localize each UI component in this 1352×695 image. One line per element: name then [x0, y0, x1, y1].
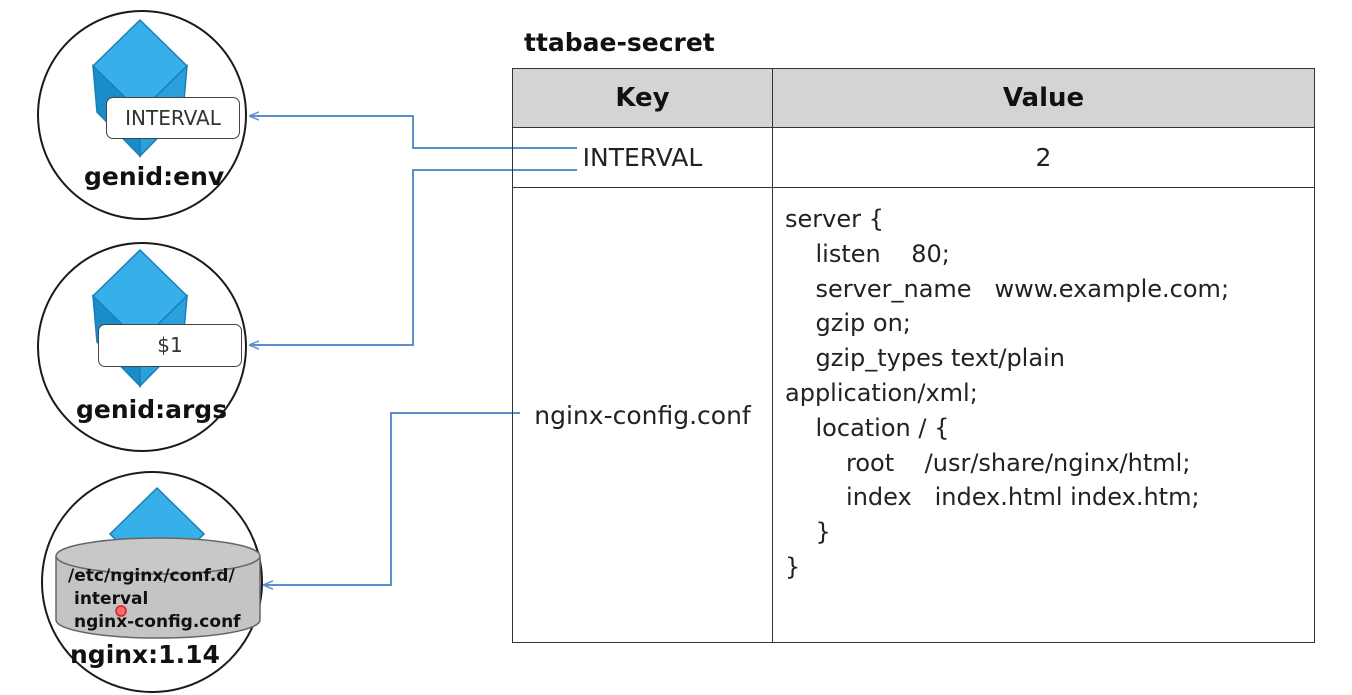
value-cell: server { listen 80; server_name www.exam… — [772, 187, 1315, 643]
secret-table: Key Value INTERVAL 2 nginx-config.conf s… — [512, 68, 1315, 643]
header-value: Value — [772, 68, 1315, 128]
volume-file-config: nginx-config.conf — [74, 612, 241, 632]
table-row: nginx-config.conf server { listen 80; se… — [512, 187, 1315, 643]
env-badge: INTERVAL — [106, 97, 240, 139]
config-text: server { listen 80; server_name www.exam… — [785, 205, 1230, 581]
table-row: INTERVAL 2 — [512, 127, 1315, 188]
connector-interval-to-args — [250, 169, 577, 345]
key-cell: INTERVAL — [512, 127, 773, 188]
pod-label-args: genid:args — [76, 395, 228, 424]
volume-path-line: /etc/nginx/conf.d/ — [68, 566, 235, 586]
connector-interval-to-env — [250, 116, 577, 149]
pod-label-env: genid:env — [84, 162, 225, 191]
cursor-dot — [115, 605, 127, 617]
pod-label-nginx: nginx:1.14 — [70, 640, 220, 669]
volume-cylinder-icon — [55, 537, 261, 639]
connector-config-to-nginx — [264, 412, 520, 585]
args-badge: $1 — [98, 324, 242, 367]
secret-title: ttabae-secret — [524, 28, 715, 57]
value-cell: 2 — [772, 127, 1315, 188]
header-key: Key — [512, 68, 773, 128]
volume-file-interval: interval — [74, 589, 149, 609]
key-cell: nginx-config.conf — [512, 187, 773, 643]
